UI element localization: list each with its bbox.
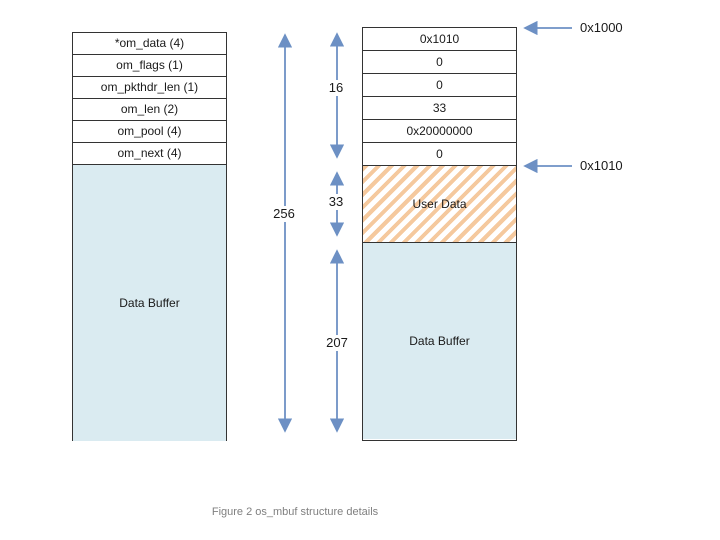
total-size-label: 256 bbox=[264, 206, 304, 222]
mbuf-memory-values-column: 0x1010 0 0 33 0x20000000 0 User Data Dat… bbox=[362, 27, 517, 441]
field-om-next: om_next (4) bbox=[73, 143, 226, 165]
mbuf-header-struct-column: *om_data (4) om_flags (1) om_pkthdr_len … bbox=[72, 32, 227, 441]
base-address-label: 0x1000 bbox=[580, 20, 623, 35]
figure-caption: Figure 2 os_mbuf structure details bbox=[211, 506, 379, 518]
data-start-address-label: 0x1010 bbox=[580, 158, 623, 173]
value-om-pkthdr-len: 0 bbox=[363, 74, 516, 97]
left-data-buffer-region: Data Buffer bbox=[73, 165, 226, 441]
header-size-label: 16 bbox=[321, 80, 351, 96]
value-om-next: 0 bbox=[363, 143, 516, 166]
user-data-label: User Data bbox=[412, 197, 467, 211]
field-om-data: *om_data (4) bbox=[73, 33, 226, 55]
user-data-region: User Data bbox=[363, 166, 516, 243]
left-data-buffer-label: Data Buffer bbox=[119, 296, 180, 310]
value-om-flags: 0 bbox=[363, 51, 516, 74]
value-om-data: 0x1010 bbox=[363, 28, 516, 51]
user-data-size-label: 33 bbox=[321, 194, 351, 210]
right-data-buffer-region: Data Buffer bbox=[363, 243, 516, 439]
buffer-size-label: 207 bbox=[319, 335, 355, 351]
value-om-len: 33 bbox=[363, 97, 516, 120]
field-om-len: om_len (2) bbox=[73, 99, 226, 121]
value-om-pool: 0x20000000 bbox=[363, 120, 516, 143]
field-om-flags: om_flags (1) bbox=[73, 55, 226, 77]
field-om-pool: om_pool (4) bbox=[73, 121, 226, 143]
right-data-buffer-label: Data Buffer bbox=[409, 334, 470, 348]
field-om-pkthdr-len: om_pkthdr_len (1) bbox=[73, 77, 226, 99]
